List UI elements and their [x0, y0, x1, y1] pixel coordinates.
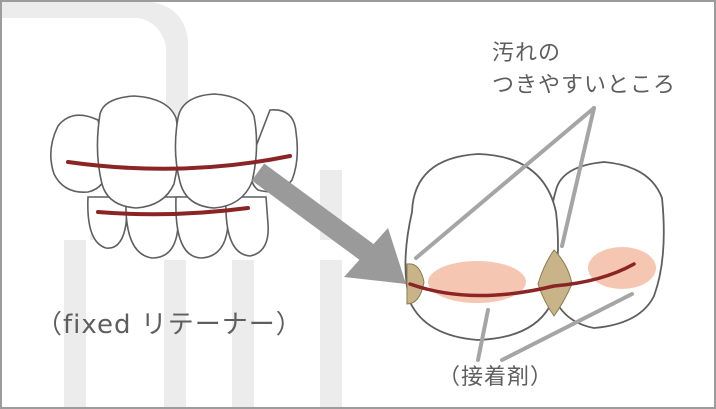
lower-teeth [87, 196, 269, 259]
leader-lines [414, 106, 634, 362]
adhesive-area-right [588, 247, 656, 289]
closeup-retainer-wire [408, 262, 636, 298]
adhesive-label: （接着剤） [438, 365, 554, 390]
upper-teeth [50, 93, 299, 209]
upper-retainer-wire [66, 154, 292, 171]
dirty-spots-label-line1: 汚れの [492, 41, 562, 66]
arrow-icon [251, 163, 406, 284]
adhesive-blob-gap [537, 249, 573, 317]
adhesive-blob-edge [406, 263, 425, 305]
fixed-retainer-teeth [50, 93, 299, 259]
lower-retainer-wire [96, 206, 250, 217]
fixed-retainer-label: （fixed リテーナー） [36, 310, 303, 340]
right-tooth [546, 161, 665, 329]
front-teeth-closeup [404, 153, 665, 341]
dirty-spots-label: 汚れの つきやすいところ [492, 38, 676, 102]
dirty-spots-label-line2: つきやすいところ [492, 73, 677, 98]
